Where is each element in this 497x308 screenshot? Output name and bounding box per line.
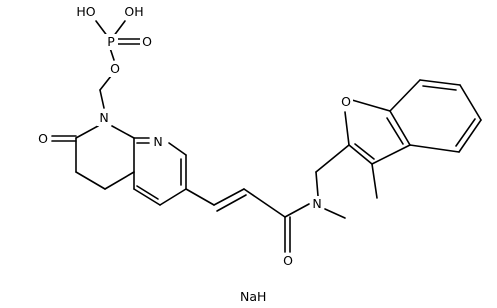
bond-c3-c4 — [75, 171, 106, 190]
bond-c2-o-furan — [344, 111, 350, 146]
bond-c2-c3-furan-a — [348, 144, 373, 165]
atom-ho-top: HO — [76, 4, 95, 19]
bond-c3a-c7a-b — [386, 117, 404, 145]
bond-c6-c5 — [159, 188, 187, 206]
bond-n-ch2 — [315, 171, 319, 197]
atom-o-furan: O — [341, 94, 351, 109]
bond-vinyl-double-b — [216, 194, 247, 212]
bond-o-ch2 — [99, 75, 112, 91]
bond-o-furan-c7a — [351, 99, 391, 112]
bond-n8-c7 — [168, 142, 187, 156]
bond-c4-c4a — [104, 171, 135, 190]
atom-n-amide: N — [312, 196, 321, 211]
bond-c8a-n1 — [111, 125, 135, 139]
atom-o-amide: O — [283, 253, 293, 268]
bond-c6-c5-benz — [459, 84, 482, 121]
bond-c4-c3a-benz — [409, 144, 460, 153]
atom-p: P — [107, 34, 115, 49]
bond-c3-methyl — [371, 163, 378, 199]
bond-c5-c4-benz-a — [458, 119, 482, 153]
bond-c5-c4a-a — [133, 188, 161, 206]
bond-c7-c6-benz-b — [422, 85, 457, 91]
bond-vinyl-double-a — [213, 188, 245, 206]
bond-c6-vinyl — [185, 188, 215, 206]
bond-c3a-c7a-a — [389, 110, 411, 146]
bond-c7-c6-benz-a — [419, 79, 461, 86]
bond-carbonyl-n — [284, 203, 310, 218]
atom-o-link: O — [110, 61, 120, 76]
bond-c2-c3-furan-b — [354, 143, 375, 160]
atom-oh-top: OH — [124, 4, 143, 19]
atom-n1: N — [99, 110, 108, 125]
atom-o-double: O — [142, 34, 152, 49]
bond-vinyl-carbonyl — [243, 188, 286, 218]
atom-n8: N — [153, 134, 162, 149]
bond-c3-c3a — [371, 144, 411, 165]
bond-n1-c2 — [75, 125, 99, 139]
bond-c5-c4a-b — [136, 185, 159, 200]
bond-ch2-benzofuran — [315, 144, 350, 173]
bond-c5-c4-benz-b — [455, 118, 476, 147]
counter-ion-label: NaH — [240, 289, 266, 304]
bond-ch2-n1 — [99, 89, 105, 109]
bond-c7a-c7 — [389, 79, 421, 112]
bond-n-methyl — [324, 208, 346, 219]
atom-o-lactam: O — [38, 131, 48, 146]
